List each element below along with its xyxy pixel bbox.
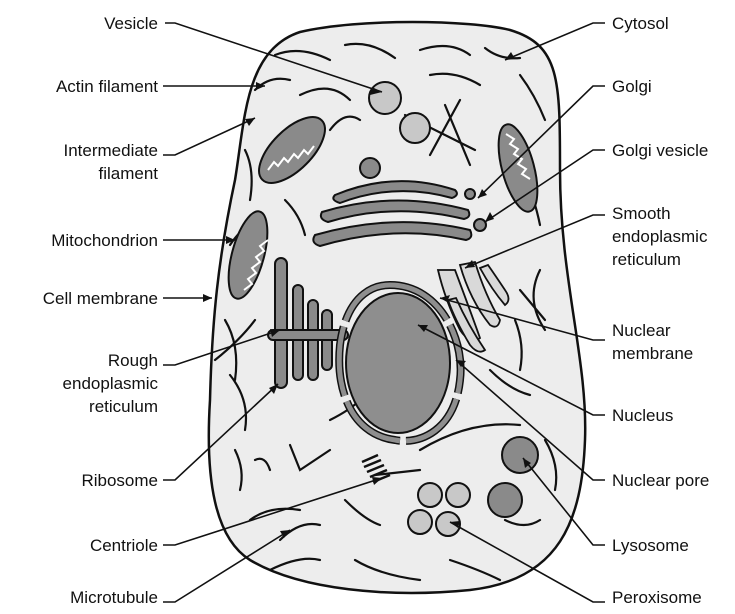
peroxisome-3: [408, 510, 432, 534]
peroxisome-2: [446, 483, 470, 507]
label-nuclear-pore: Nuclear pore: [612, 469, 709, 492]
small-dark-vesicle: [360, 158, 380, 178]
label-ribosome: Ribosome: [81, 469, 158, 492]
label-nuclear-membrane: Nuclear membrane: [612, 319, 693, 365]
peroxisome-1: [418, 483, 442, 507]
label-cell-membrane: Cell membrane: [43, 287, 158, 310]
label-actin-filament: Actin filament: [56, 75, 158, 98]
lysosome-2: [488, 483, 522, 517]
label-lysosome: Lysosome: [612, 534, 689, 557]
label-nucleus: Nucleus: [612, 404, 673, 427]
vesicle-1: [369, 82, 401, 114]
label-intermediate-filament: Intermediate filament: [64, 139, 159, 185]
label-mitochondrion: Mitochondrion: [51, 229, 158, 252]
label-centriole: Centriole: [90, 534, 158, 557]
label-vesicle: Vesicle: [104, 12, 158, 35]
label-cytosol: Cytosol: [612, 12, 669, 35]
lysosome-1: [502, 437, 538, 473]
label-golgi-vesicle: Golgi vesicle: [612, 139, 708, 162]
label-rough-er: Rough endoplasmic reticulum: [63, 349, 158, 418]
label-microtubule: Microtubule: [70, 586, 158, 609]
label-peroxisome: Peroxisome: [612, 586, 702, 609]
vesicle-2: [400, 113, 430, 143]
label-golgi: Golgi: [612, 75, 652, 98]
nucleus-shape: [346, 293, 450, 433]
label-smooth-er: Smooth endoplasmic reticulum: [612, 202, 707, 271]
